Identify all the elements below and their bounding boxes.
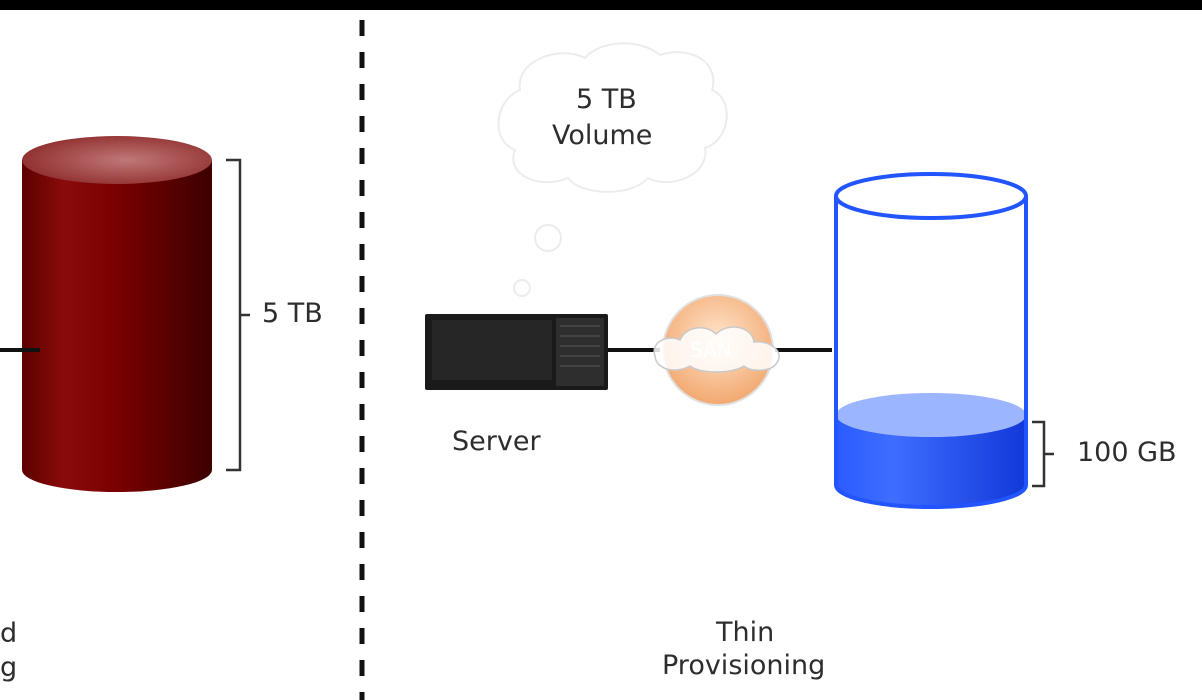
server-label: Server bbox=[452, 426, 541, 457]
thought-bubble-line2: Volume bbox=[552, 120, 653, 151]
left-caption-line1: d bbox=[0, 618, 18, 649]
san-cloud-icon bbox=[653, 294, 780, 406]
right-capacity-brace bbox=[1032, 420, 1054, 488]
used-capacity-label: 100 GB bbox=[1077, 437, 1177, 468]
thick-cylinder bbox=[22, 136, 212, 492]
left-capacity-label: 5 TB bbox=[262, 298, 323, 329]
thin-cylinder bbox=[834, 172, 1028, 509]
left-caption-line2: g bbox=[0, 652, 18, 683]
thought-bubble-line1: 5 TB bbox=[576, 84, 637, 115]
thin-caption-line1: Thin bbox=[716, 617, 775, 648]
thin-caption-line2: Provisioning bbox=[662, 650, 826, 681]
server-icon bbox=[425, 314, 608, 390]
thought-bubble bbox=[497, 42, 728, 297]
san-label: SAN bbox=[690, 338, 732, 362]
left-capacity-brace bbox=[226, 158, 250, 472]
top-black-bar bbox=[0, 0, 1202, 10]
